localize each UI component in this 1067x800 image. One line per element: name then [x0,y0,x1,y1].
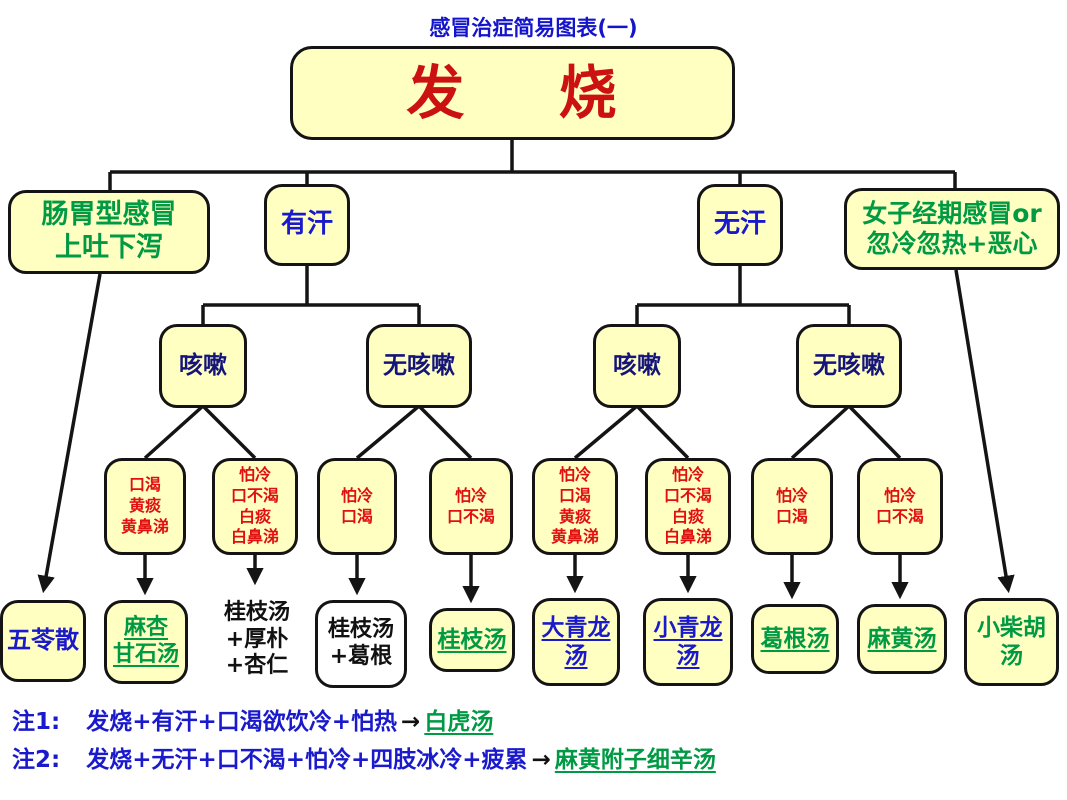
treatment-xiaochaihu-tang: 小柴胡 汤 [964,598,1059,686]
treatment-gegen-tang: 葛根汤 [751,604,839,674]
symptom-cold-nothirst-white-phlegm: 怕冷 口不渴 白痰 白鼻涕 [212,458,298,555]
treatment-mahuang-tang: 麻黄汤 [857,604,947,674]
chart-title: 感冒治症简易图表(一) [429,16,638,40]
symptom-cold-nothirst-2: 怕冷 口不渴 [857,458,943,555]
symptom-cold-thirst-2: 怕冷 口渴 [751,458,833,555]
node-with-sweat: 有汗 [264,184,350,266]
arrow-right-glyph: → [531,747,551,773]
treatment-wulingsan: 五苓散 [0,600,86,682]
note-2: 注2: 发烧+无汗+口不渴+怕冷+四肢冰冷+疲累→麻黄附子细辛汤 [12,740,716,774]
note-2-result: 麻黄附子细辛汤 [554,747,716,773]
symptom-cold-nothirst-white-phlegm-2: 怕冷 口不渴 白痰 白鼻涕 [645,458,731,555]
note-1-text: 发烧+有汗+口渴欲饮冷+怕热 [86,709,398,735]
node-menstrual-cold: 女子经期感冒or 忽冷忽热+恶心 [844,188,1060,270]
note-1: 注1: 发烧+有汗+口渴欲饮冷+怕热→白虎汤 [12,702,493,736]
node-sweat-no-cough: 无咳嗽 [366,324,472,408]
treatment-guizhitang: 桂枝汤 [429,608,515,672]
note-2-label: 注2: [12,747,61,773]
symptom-cold-nothirst: 怕冷 口不渴 [429,458,513,555]
node-nosweat-no-cough: 无咳嗽 [796,324,902,408]
treatment-guizhitang-houpo-xingren: 桂枝汤 +厚朴 +杏仁 [223,599,290,679]
symptom-cold-thirst-yellow-phlegm: 怕冷 口渴 黄痰 黄鼻涕 [532,458,618,555]
treatment-xiaoqinglong-tang: 小青龙 汤 [643,598,733,686]
note-2-text: 发烧+无汗+口不渴+怕冷+四肢冰冷+疲累 [86,747,528,773]
node-nosweat-cough: 咳嗽 [593,324,681,408]
node-sweat-cough: 咳嗽 [159,324,247,408]
symptom-cold-thirst: 怕冷 口渴 [317,458,397,555]
node-fever: 发 烧 [290,46,735,140]
treatment-maxing-ganshi-tang: 麻杏 甘石汤 [104,600,188,684]
treatment-daqinglong-tang: 大青龙 汤 [532,598,620,686]
treatment-guizhitang-gegen: 桂枝汤 +葛根 [315,600,407,688]
node-gastro-cold: 肠胃型感冒 上吐下泻 [8,190,210,274]
note-1-label: 注1: [12,709,61,735]
node-no-sweat: 无汗 [697,184,783,266]
arrow-right-glyph: → [401,709,421,735]
note-1-result: 白虎汤 [424,709,494,735]
symptom-thirst-yellow-phlegm: 口渴 黄痰 黄鼻涕 [104,458,186,555]
